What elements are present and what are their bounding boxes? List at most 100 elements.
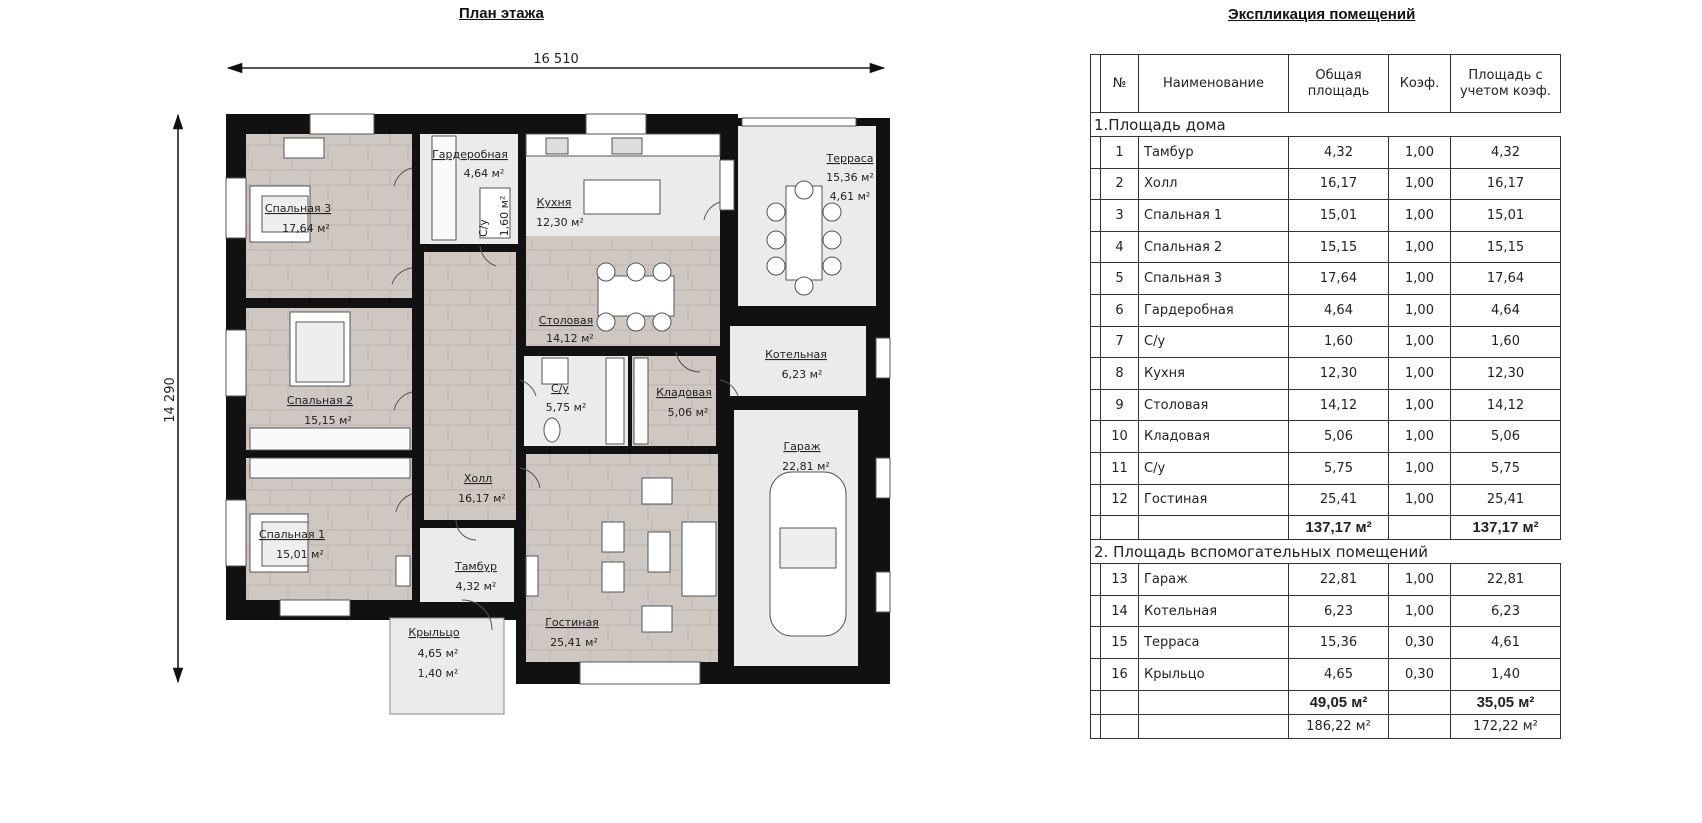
row-gutter	[1090, 594, 1101, 628]
height-dimension-label: 14 290	[163, 377, 178, 423]
total-empty-cell	[1100, 713, 1139, 739]
row-area-with-coef: 14,12	[1450, 388, 1561, 422]
row-coef: 1,00	[1388, 167, 1451, 201]
svg-text:С/у: С/у	[477, 219, 490, 237]
row-gutter	[1090, 357, 1101, 390]
total-empty-cell	[1388, 689, 1451, 715]
floor-hall	[424, 252, 516, 520]
row-total-area: 25,41	[1288, 483, 1389, 517]
svg-text:16,17 м²: 16,17 м²	[458, 492, 506, 505]
row-total-area: 4,65	[1288, 657, 1389, 691]
svg-text:Котельная: Котельная	[765, 348, 827, 361]
row-number: 5	[1100, 262, 1139, 295]
row-total-area: 1,60	[1288, 325, 1389, 359]
row-name: Котельная	[1138, 594, 1289, 628]
row-number: 9	[1100, 388, 1139, 422]
room-label-wc: С/у5,75 м²	[546, 382, 587, 414]
row-total-area: 4,32	[1288, 136, 1389, 169]
row-area-with-coef: 4,32	[1450, 136, 1561, 169]
svg-text:Гостиная: Гостиная	[545, 616, 599, 629]
room-label-bedroom-3: Спальная 317,64 м²	[265, 202, 331, 235]
svg-text:12,30 м²: 12,30 м²	[536, 216, 584, 229]
svg-text:1,40 м²: 1,40 м²	[418, 667, 459, 680]
row-gutter	[1090, 325, 1101, 359]
room-label-hall: Холл 16,17 м²	[458, 472, 506, 505]
svg-text:1,60 м²: 1,60 м²	[498, 196, 511, 237]
table-header-row: № Наименование Общая площадь Коэф. Площа…	[1090, 54, 1561, 113]
row-name: Холл	[1138, 167, 1289, 201]
svg-text:Спальная 3: Спальная 3	[265, 202, 331, 215]
row-number: 8	[1100, 357, 1139, 390]
svg-text:15,36 м²: 15,36 м²	[826, 171, 874, 184]
room-label-living: Гостиная 25,41 м²	[545, 616, 599, 649]
section-1-row: 1.Площадь дома	[1090, 112, 1561, 137]
svg-text:5,75 м²: 5,75 м²	[546, 401, 587, 414]
section-2-title: 2. Площадь вспомогательных помещений	[1090, 539, 1561, 565]
svg-text:4,64 м²: 4,64 м²	[464, 167, 505, 180]
width-dimension-label: 16 510	[533, 52, 579, 67]
row-area-with-coef: 15,01	[1450, 199, 1561, 232]
row-gutter	[1090, 420, 1101, 453]
svg-text:Крыльцо: Крыльцо	[408, 626, 459, 639]
total-empty-cell	[1090, 515, 1101, 541]
row-gutter	[1090, 388, 1101, 422]
row-gutter	[1090, 483, 1101, 517]
total-area-cell: 186,22 м²	[1288, 713, 1389, 739]
row-number: 13	[1100, 563, 1139, 596]
svg-text:Спальная 2: Спальная 2	[287, 394, 353, 407]
row-number: 16	[1100, 657, 1139, 691]
svg-text:Тамбур: Тамбур	[454, 560, 497, 573]
svg-text:Холл: Холл	[464, 472, 492, 485]
svg-text:25,41 м²: 25,41 м²	[550, 636, 598, 649]
row-area-with-coef: 17,64	[1450, 262, 1561, 295]
svg-text:22,81 м²: 22,81 м²	[782, 460, 830, 473]
row-gutter	[1090, 451, 1101, 485]
total-area-with-coef-cell: 35,05 м²	[1450, 689, 1561, 715]
row-gutter	[1090, 563, 1101, 596]
row-coef: 1,00	[1388, 594, 1451, 628]
furniture	[249, 133, 847, 637]
row-area-with-coef: 6,23	[1450, 594, 1561, 628]
row-number: 2	[1100, 167, 1139, 201]
row-number: 15	[1100, 626, 1139, 659]
row-area-with-coef: 25,41	[1450, 483, 1561, 517]
total-area-with-coef-cell: 172,22 м²	[1450, 713, 1561, 739]
total-empty-cell	[1138, 713, 1289, 739]
row-name: Спальная 3	[1138, 262, 1289, 295]
total-empty-cell	[1138, 515, 1289, 541]
row-name: Гараж	[1138, 563, 1289, 596]
row-gutter	[1090, 657, 1101, 691]
height-dimension: 14 290	[163, 113, 184, 684]
row-coef: 0,30	[1388, 626, 1451, 659]
row-number: 6	[1100, 293, 1139, 327]
total-empty-cell	[1100, 689, 1139, 715]
row-name: Гостиная	[1138, 483, 1289, 517]
row-total-area: 22,81	[1288, 563, 1389, 596]
svg-text:4,32 м²: 4,32 м²	[456, 580, 497, 593]
row-number: 7	[1100, 325, 1139, 359]
row-total-area: 6,23	[1288, 594, 1389, 628]
svg-text:Спальная 1: Спальная 1	[259, 528, 325, 541]
svg-text:14,12 м²: 14,12 м²	[546, 332, 594, 345]
row-coef: 1,00	[1388, 420, 1451, 453]
row-name: Тамбур	[1138, 136, 1289, 169]
row-area-with-coef: 5,06	[1450, 420, 1561, 453]
svg-text:6,23 м²: 6,23 м²	[782, 368, 823, 381]
